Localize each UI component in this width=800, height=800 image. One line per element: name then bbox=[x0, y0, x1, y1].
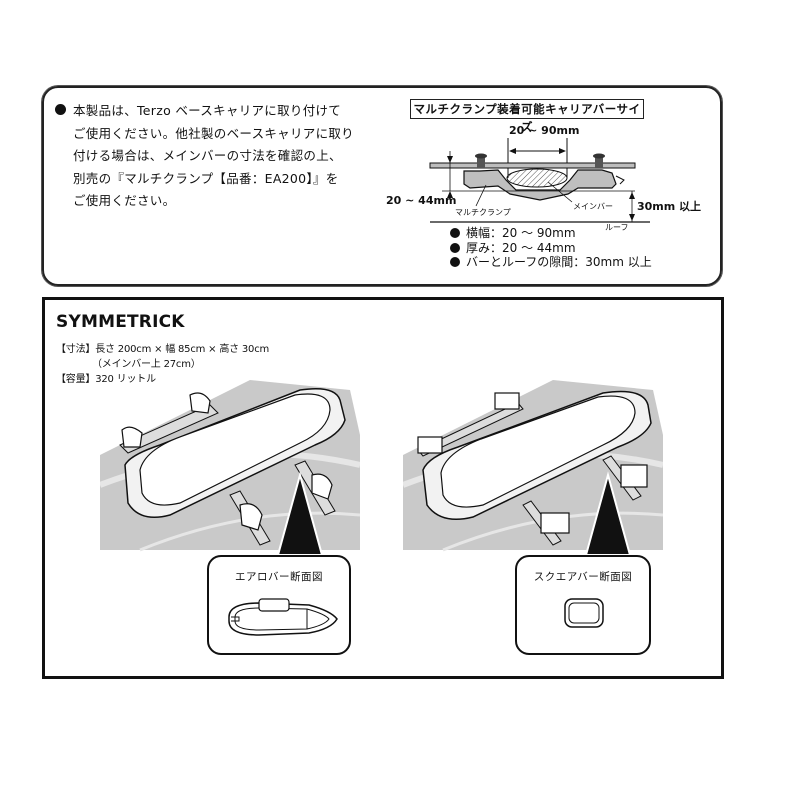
thickness-dimension-label: 20 ~ 44mm bbox=[386, 194, 457, 207]
width-dimension-label: 20 ~ 90mm bbox=[509, 124, 580, 137]
aero-bar-illustration bbox=[98, 375, 361, 556]
multiclamp-cross-section bbox=[429, 138, 650, 223]
bullet-icon bbox=[55, 104, 66, 115]
spec-item-width: 横幅：20 ～ 90mm bbox=[450, 226, 652, 241]
aero-bar-section-label: エアロバー断面図 bbox=[235, 571, 323, 583]
compatibility-notice: 本製品は、Terzo ベースキャリアに取り付けて ご使用ください。他社製のベース… bbox=[55, 100, 375, 213]
spec-item-thickness: 厚み：20 ～ 44mm bbox=[450, 241, 652, 256]
bullet-icon bbox=[450, 228, 460, 239]
clearance-dimension-label: 30mm 以上 bbox=[637, 200, 702, 213]
square-bar-illustration bbox=[401, 375, 664, 556]
notice-line: ご使用ください。 bbox=[73, 193, 176, 208]
spec-diagram-title: マルチクランプ装着可能キャリアバーサイズ bbox=[410, 99, 644, 134]
mainbar-label: メインバー bbox=[573, 202, 613, 211]
square-bar-section-label: スクエアバー断面図 bbox=[533, 571, 633, 583]
roof-label: ルーフ bbox=[605, 223, 629, 232]
spec-list: 横幅：20 ～ 90mm 厚み：20 ～ 44mm バーとルーフの隙間：30mm… bbox=[450, 226, 652, 270]
capacity-line: 【容量】320 リットル bbox=[56, 374, 156, 385]
spec-text: 厚み：20 ～ 44mm bbox=[466, 240, 576, 255]
square-bar-cross-section-icon bbox=[564, 598, 604, 628]
notice-line: 付ける場合は、メインバーの寸法を確認の上、 bbox=[73, 148, 342, 163]
dimensions-line: 【寸法】長さ 200cm × 幅 85cm × 高さ 30cm bbox=[56, 344, 270, 355]
notice-line: ご使用ください。他社製のベースキャリアに取り bbox=[73, 125, 354, 141]
notice-frame bbox=[42, 86, 722, 286]
square-bar-callout: スクエアバー断面図 bbox=[515, 555, 651, 655]
bullet-icon bbox=[450, 242, 460, 253]
product-name: SYMMETRICK bbox=[56, 312, 185, 332]
multiclamp-label: マルチクランプ bbox=[455, 208, 511, 217]
roof-box-on-aero-bars bbox=[98, 380, 361, 556]
dimensions-note: （メインバー上 27cm） bbox=[92, 359, 201, 370]
notice-line: 別売の『マルチクランプ【品番：EA200】』を bbox=[73, 170, 339, 186]
product-specs: 【寸法】長さ 200cm × 幅 85cm × 高さ 30cm （メインバー上 … bbox=[56, 342, 269, 387]
multiclamp-diagram: 20 ~ 90mm 20 ~ 44mm 30mm 以上 マルチクランプ メインバ… bbox=[380, 118, 702, 232]
aero-bar-callout: エアロバー断面図 bbox=[207, 555, 351, 655]
aero-bar-cross-section-icon bbox=[228, 598, 338, 636]
spec-item-clearance: バーとルーフの隙間：30mm 以上 bbox=[450, 255, 652, 270]
spec-text: バーとルーフの隙間：30mm 以上 bbox=[466, 255, 652, 269]
bullet-icon bbox=[450, 257, 460, 268]
product-frame bbox=[42, 297, 724, 679]
roof-box-on-square-bars bbox=[401, 380, 664, 556]
notice-line: 本製品は、Terzo ベースキャリアに取り付けて bbox=[73, 103, 342, 118]
spec-text: 横幅：20 ～ 90mm bbox=[466, 226, 576, 240]
